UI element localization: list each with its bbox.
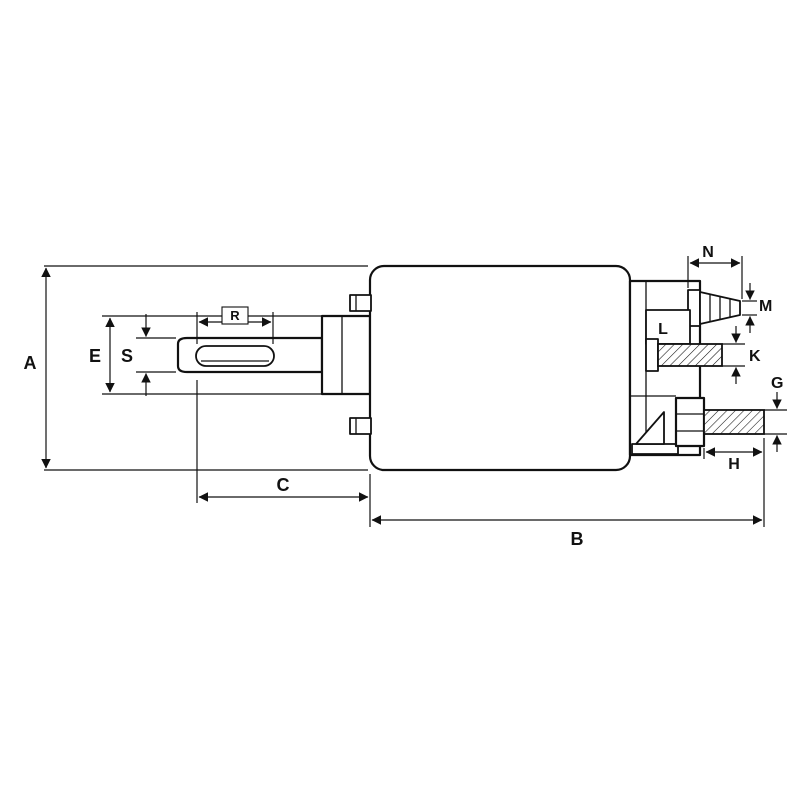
dim-label-l: L [658,321,668,338]
dimension-E: E [89,315,324,395]
dim-label-k: K [749,348,761,365]
threaded-stud-upper [645,338,723,372]
solenoid-body [349,264,632,472]
dim-label-h: H [728,456,740,473]
terminal-spade [687,289,741,327]
threaded-stud-lower [674,396,765,448]
mount-bracket [631,411,679,455]
dim-label-e: E [89,346,101,366]
dimension-G: G [764,375,787,452]
dimension-R: R [196,306,274,344]
dim-label-a: A [24,353,37,373]
shaft-collar [320,314,372,396]
dim-label-b: B [571,529,584,549]
body-top-tab [349,294,372,312]
dim-label-s: S [121,346,133,366]
dim-label-r: R [230,308,240,323]
body-bottom-tab [349,417,372,435]
dim-label-n: N [702,244,714,261]
plunger-shaft [176,314,372,396]
dimension-C: C [196,380,369,503]
dim-label-g: G [771,375,783,392]
dimension-L: L [658,321,668,338]
dimension-N: N [687,244,743,299]
dimension-H: H [703,447,763,473]
dimension-K: K [722,326,761,384]
dimension-B: B [369,438,765,549]
hex-nut [674,396,706,448]
dim-label-m: M [759,298,772,315]
dimension-M: M [742,283,772,333]
dimension-A: A [24,265,368,471]
dim-label-c: C [277,475,290,495]
dimension-S: S [121,314,176,396]
